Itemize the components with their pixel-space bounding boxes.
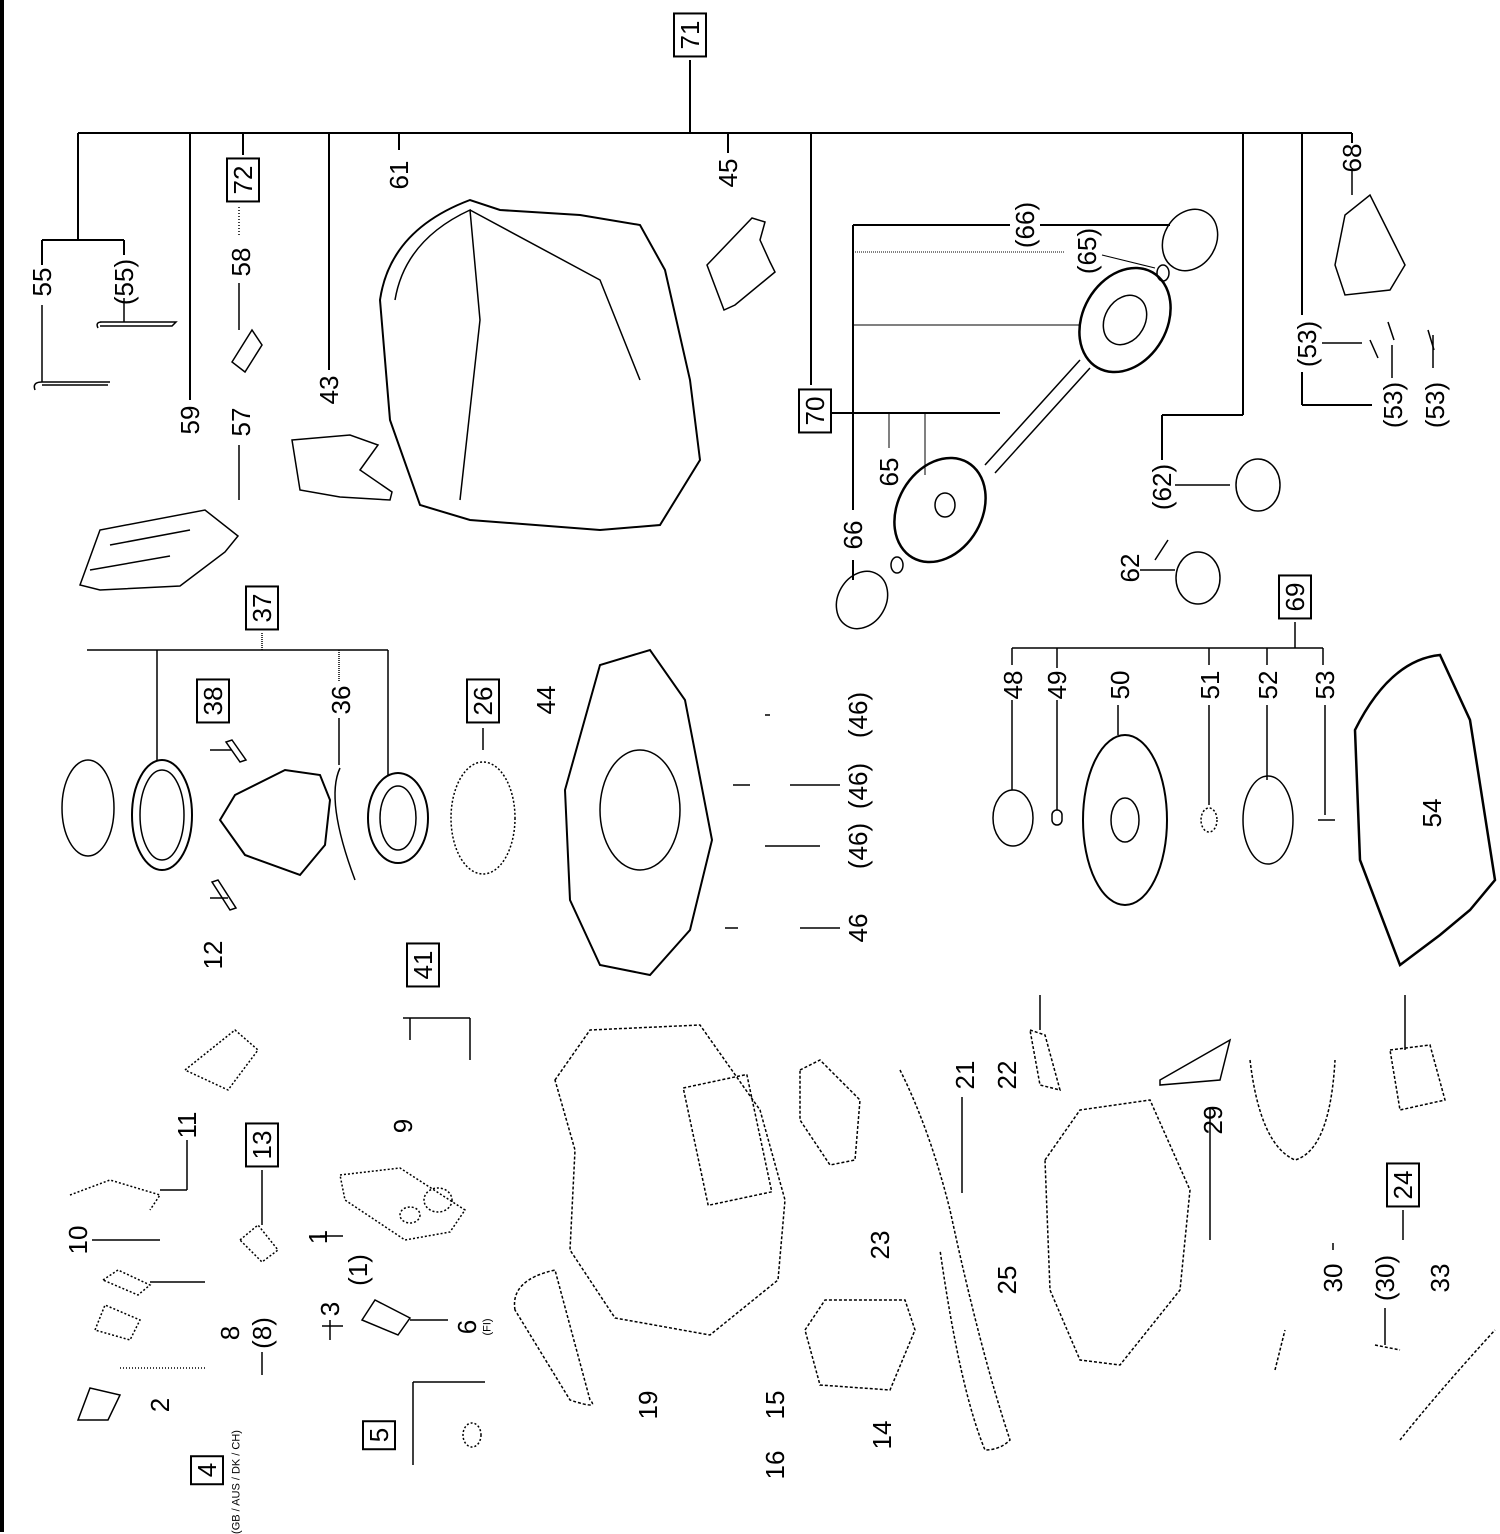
assembly-label-5: 5 xyxy=(362,1419,396,1451)
part-label-52: 52 xyxy=(1253,670,1283,700)
part-label-3: 3 xyxy=(315,1301,345,1317)
part-label-48: 48 xyxy=(998,670,1028,700)
part-label-16: 16 xyxy=(760,1450,790,1480)
part-label-62-ref: (62) xyxy=(1147,463,1177,511)
part-label-22: 22 xyxy=(992,1060,1022,1090)
part-label-36: 36 xyxy=(326,685,356,715)
part-label-50: 50 xyxy=(1105,670,1135,700)
part-label-2: 2 xyxy=(145,1397,175,1413)
screws-46 xyxy=(725,714,840,929)
leader-tree-71 xyxy=(41,60,1372,460)
part-44-filter-housing xyxy=(563,648,714,977)
part-label-68: 68 xyxy=(1337,143,1367,173)
part-label-25: 25 xyxy=(992,1265,1022,1295)
part-label-57: 57 xyxy=(226,407,256,437)
part-58-clip xyxy=(231,328,263,374)
assembly-label-4: 4 xyxy=(190,1454,224,1486)
part-43-clip xyxy=(291,434,393,501)
motor-parts xyxy=(61,739,516,911)
part-label-30-ref: (30) xyxy=(1370,1254,1400,1302)
part-label-55: 55 xyxy=(27,267,57,297)
wheel-parts xyxy=(835,208,1219,630)
part-label-54: 54 xyxy=(1417,798,1447,828)
part-label-66-ref: (66) xyxy=(1010,201,1040,249)
page-left-border xyxy=(0,0,4,1532)
assembly-label-71: 71 xyxy=(673,12,707,58)
part-59-tray xyxy=(79,509,240,591)
filter-parts xyxy=(992,653,1497,967)
assembly-label-69: 69 xyxy=(1278,574,1312,620)
part-label-55-ref: (55) xyxy=(109,258,139,306)
assembly-label-13: 13 xyxy=(245,1122,279,1168)
assembly-label-41: 41 xyxy=(406,942,440,988)
assembly-label-37: 37 xyxy=(245,585,279,631)
part-label-6-note: (FI) xyxy=(481,1318,494,1336)
assembly-label-70: 70 xyxy=(798,388,832,434)
lower-body-parts xyxy=(1029,995,1496,1441)
part-label-12: 12 xyxy=(198,940,228,970)
part-62-casters xyxy=(1140,458,1281,605)
part-label-46-ref-a: (46) xyxy=(843,691,873,739)
part-label-53-ref-c: (53) xyxy=(1420,381,1450,429)
part-68-elbow xyxy=(1322,170,1435,378)
part-label-11: 11 xyxy=(172,1111,202,1139)
part-label-33: 33 xyxy=(1425,1263,1455,1293)
lower-left-parts xyxy=(69,1017,485,1465)
part-label-46-ref-b: (46) xyxy=(843,762,873,810)
assembly-4-region-note: (GB / AUS / DK / CH) xyxy=(230,1430,243,1534)
part-label-65-ref: (65) xyxy=(1072,227,1102,275)
part-label-23: 23 xyxy=(865,1230,895,1260)
leader-72-57-58 xyxy=(231,207,263,500)
part-44-fan-ring xyxy=(599,749,681,871)
part-label-44: 44 xyxy=(531,685,561,715)
leader-tree-37 xyxy=(87,633,484,899)
assembly-label-72: 72 xyxy=(226,157,260,203)
part-label-19: 19 xyxy=(633,1390,663,1420)
assembly-label-24: 24 xyxy=(1386,1162,1420,1208)
part-label-61: 61 xyxy=(384,160,414,190)
part-45-cover xyxy=(706,217,776,312)
part-label-1: 1 xyxy=(303,1229,333,1245)
part-label-10: 10 xyxy=(63,1225,93,1255)
part-label-21: 21 xyxy=(950,1060,980,1090)
part-label-6: 6 xyxy=(452,1319,482,1335)
assembly-label-26: 26 xyxy=(466,678,500,724)
part-label-53: 53 xyxy=(1310,670,1340,700)
leader-tree-70 xyxy=(830,224,1170,580)
part-label-59: 59 xyxy=(175,405,205,435)
part-61-container xyxy=(378,198,702,532)
part-label-1-ref: (1) xyxy=(343,1254,373,1286)
part-label-65: 65 xyxy=(874,457,904,487)
part-label-49: 49 xyxy=(1042,670,1072,700)
part-label-14: 14 xyxy=(867,1420,897,1450)
part-label-30: 30 xyxy=(1318,1263,1348,1293)
part-label-51: 51 xyxy=(1195,670,1225,700)
part-label-62: 62 xyxy=(1115,553,1145,583)
part-label-53-ref-a: (53) xyxy=(1292,320,1322,368)
leader-tree-69 xyxy=(1011,622,1326,815)
part-label-53-ref-b: (53) xyxy=(1378,381,1408,429)
part-label-8: 8 xyxy=(215,1325,245,1341)
assembly-label-38: 38 xyxy=(196,678,230,724)
main-housing xyxy=(513,1024,1011,1451)
part-label-15: 15 xyxy=(760,1390,790,1420)
part-label-45: 45 xyxy=(713,158,743,188)
part-55-strips xyxy=(33,298,178,391)
part-61-inner-rim xyxy=(394,208,641,501)
part-label-43: 43 xyxy=(314,375,344,405)
part-label-66: 66 xyxy=(838,520,868,550)
part-label-8-ref: (8) xyxy=(247,1317,277,1349)
part-label-9: 9 xyxy=(388,1118,418,1134)
part-label-46: 46 xyxy=(843,913,873,943)
part-label-29: 29 xyxy=(1198,1105,1228,1135)
part-label-58: 58 xyxy=(226,247,256,277)
part-label-46-ref-c: (46) xyxy=(843,822,873,870)
